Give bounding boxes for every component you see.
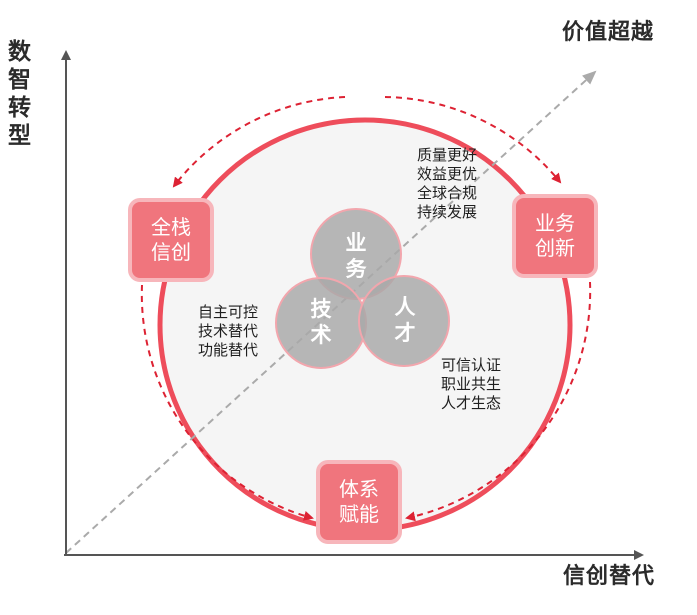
box-system-empowerment: 体系赋能 [316,460,402,544]
arrow-right-down [405,281,592,522]
venn-circle-right [358,275,450,367]
venn-diagram [275,208,450,369]
box-business-innovation-label: 业务创新 [535,211,575,260]
note-value-goals: 质量更好 效益更优 全球合规 持续发展 [417,146,477,222]
note-line: 自主可控 [198,303,259,321]
note-substitution: 自主可控 技术替代 功能替代 [198,303,258,360]
venn-label-technology: 技术 [310,297,332,347]
note-line: 技术替代 [198,322,259,340]
diagonal-label: 价值超越 [562,20,655,45]
arrow-left-down [140,284,314,521]
venn-label-business: 业务 [345,231,367,281]
note-line: 功能替代 [198,341,259,359]
note-talent-ecosystem: 可信认证 职业共生 人才生态 [441,356,501,413]
note-line: 全球合规 [417,184,478,202]
arrow-top-left [172,96,346,188]
note-line: 职业共生 [441,375,502,393]
box-system-empowerment-label: 体系赋能 [339,477,379,526]
venn-label-talent: 人才 [394,295,416,345]
box-full-stack-label: 全栈信创 [151,215,191,264]
arrow-top-right [384,96,562,184]
note-line: 效益更优 [417,165,478,183]
note-line: 质量更好 [417,146,478,164]
x-axis-label: 信创替代 [563,564,656,589]
note-line: 持续发展 [417,203,478,221]
box-full-stack: 全栈信创 [128,198,214,282]
y-axis-label: 数智转型 [8,39,32,149]
box-business-innovation: 业务创新 [512,194,598,278]
note-line: 可信认证 [441,356,502,374]
note-line: 人才生态 [441,394,502,412]
